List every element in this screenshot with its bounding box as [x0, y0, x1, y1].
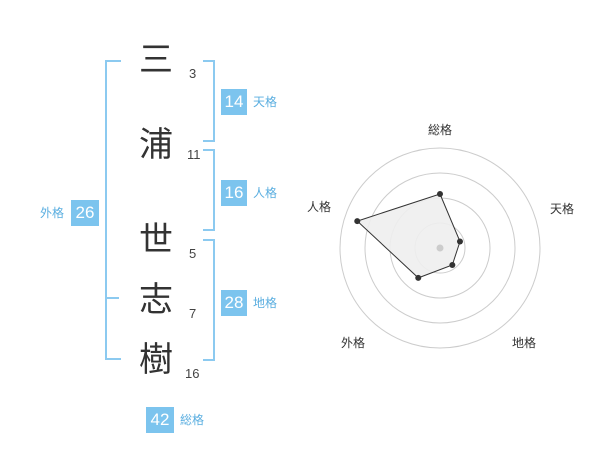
chikaku-score: 28 — [221, 290, 247, 316]
radar-center-dot — [436, 244, 444, 252]
radar-point-2 — [456, 238, 463, 245]
radar-point-5 — [354, 218, 361, 225]
name-char-1: 三 — [139, 40, 173, 80]
stroke-count-3: 5 — [189, 246, 197, 261]
chikaku-label: 地格 — [253, 296, 278, 310]
jinkaku-score: 16 — [221, 180, 247, 206]
name-char-2: 浦 — [139, 125, 173, 165]
name-char-5: 樹 — [139, 340, 173, 380]
jinkaku-bracket — [203, 149, 215, 231]
gaikaku-bracket-divider — [105, 297, 119, 299]
name-char-4: 志 — [139, 280, 173, 320]
axis-label-tenkaku: 天格 — [550, 201, 574, 216]
gaikaku-bracket — [105, 60, 121, 360]
axis-label-soukaku: 総格 — [428, 122, 452, 137]
tenkaku-score: 14 — [221, 89, 247, 115]
axis-label-chikaku: 地格 — [512, 335, 536, 350]
gaikaku-label: 外格 — [40, 206, 65, 220]
radar-point-4 — [415, 274, 422, 281]
radar-ring — [364, 172, 516, 324]
radar-point-1 — [437, 191, 443, 197]
stroke-count-5: 16 — [185, 366, 200, 381]
radar-point-3 — [449, 261, 456, 268]
axis-label-gaikaku: 外格 — [341, 335, 365, 350]
jinkaku-label: 人格 — [253, 186, 278, 200]
chikaku-bracket — [203, 239, 215, 361]
radar-ring — [339, 147, 541, 349]
tenkaku-bracket — [203, 60, 215, 142]
radar-chart: 総格 天格 地格 外格 人格 — [307, 122, 574, 350]
axis-label-jinkaku: 人格 — [307, 199, 331, 214]
stroke-count-1: 3 — [189, 66, 197, 81]
name-char-3: 世 — [139, 220, 173, 260]
stroke-count-4: 7 — [189, 306, 197, 321]
radar-area — [356, 193, 461, 279]
stroke-count-2: 11 — [187, 147, 201, 162]
tenkaku-label: 天格 — [253, 95, 278, 109]
soukaku-score: 42 — [146, 407, 174, 433]
gaikaku-score: 26 — [71, 200, 99, 226]
soukaku-label: 総格 — [180, 413, 205, 427]
